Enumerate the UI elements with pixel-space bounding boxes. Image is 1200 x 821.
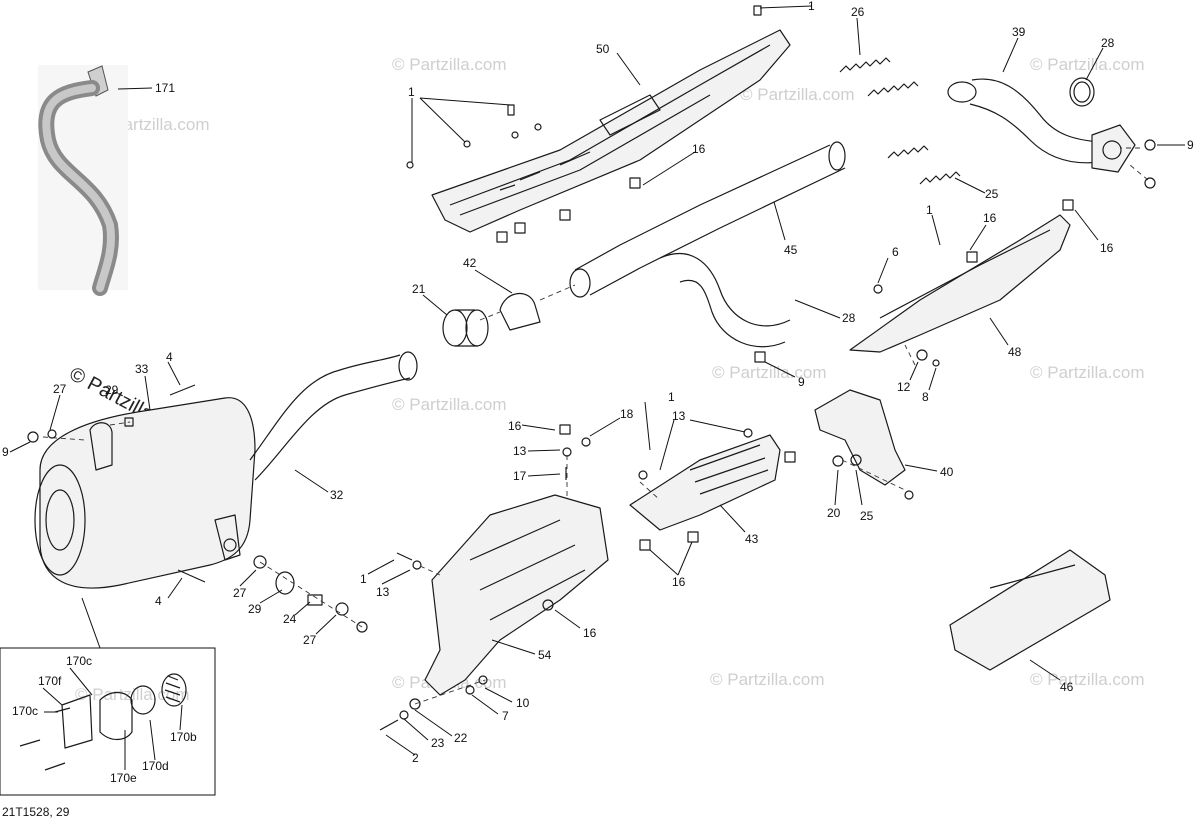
watermark: © Partzilla.com [392,55,507,74]
part-43-heat-shield [629,434,781,531]
callout-16: 16 [1100,241,1114,255]
part-50-heat-shield [406,5,791,233]
drawing-id: 21T1528, 29 [2,805,70,819]
callout-27: 27 [303,633,317,647]
callout-170d: 170d [142,759,169,773]
callout-46: 46 [1060,680,1074,694]
callout-25: 25 [985,187,999,201]
watermark: © Partzilla.com [740,85,855,104]
part-28-gasket [1069,77,1095,107]
callout-12: 12 [897,380,911,394]
callout-40: 40 [940,465,954,479]
watermark: © Partzilla.com [1030,55,1145,74]
hardware-fasteners [27,139,1156,731]
callout-16: 16 [672,575,686,589]
callout-170b: 170b [170,730,197,744]
callout-18: 18 [620,407,634,421]
callout-20: 20 [827,506,841,520]
part-48-guard [849,214,1071,353]
callout-1: 1 [668,390,675,404]
callout-27: 27 [53,382,67,396]
callout-13: 13 [513,444,527,458]
callout-10: 10 [516,696,530,710]
callout-26: 26 [851,5,865,19]
callout-16: 16 [583,626,597,640]
callout-170c: 170c [66,654,92,668]
callout-1: 1 [360,572,367,586]
part-45-mid-pipe [569,141,846,348]
callout-171: 171 [155,81,175,95]
callout-1: 1 [408,85,415,99]
callout-42: 42 [463,256,477,270]
callout-24: 24 [283,612,297,626]
callout-6: 6 [892,245,899,259]
part-171-pipe-illustration [38,65,128,296]
callout-22: 22 [454,731,468,745]
watermark: © Partzilla.com [712,363,827,382]
leader-lines [9,5,1185,770]
callout-28: 28 [1101,36,1115,50]
callout-45: 45 [784,243,798,257]
watermark: © Partzilla.com [1030,363,1145,382]
callout-48: 48 [1008,345,1022,359]
callout-7: 7 [502,709,509,723]
inset-170-detail [0,647,216,796]
part-32-muffler [34,351,418,589]
part-21-sleeve [442,309,489,347]
callout-32: 32 [330,488,344,502]
callout-54: 54 [538,648,552,662]
callout-13: 13 [376,585,390,599]
part-40-guard [814,389,906,486]
callout-39: 39 [1012,25,1026,39]
callout-4: 4 [155,594,162,608]
callout-16: 16 [508,419,522,433]
callout-27: 27 [233,586,247,600]
assembly-dashed-lines [42,147,1149,705]
part-42-clamp [499,293,541,331]
callout-170e: 170e [110,771,137,785]
part-46-skid-plate [949,549,1111,671]
callout-21: 21 [412,282,426,296]
callout-13: 13 [672,409,686,423]
watermark: © Partzilla.com [710,670,825,689]
part-25-springs [887,145,961,185]
callout-170c: 170c [12,704,38,718]
callout-17: 17 [513,469,527,483]
callout-16: 16 [983,211,997,225]
callout-8: 8 [922,390,929,404]
callout-25: 25 [860,509,874,523]
callout-170f: 170f [38,674,62,688]
watermark: © Partzilla.com [1030,670,1145,689]
callout-23: 23 [431,736,445,750]
callout-16: 16 [692,142,706,156]
callout-9: 9 [2,445,9,459]
callout-43: 43 [745,532,759,546]
callout-29: 29 [105,383,119,397]
callout-33: 33 [135,362,149,376]
callout-1: 1 [926,203,933,217]
callout-29: 29 [248,602,262,616]
callout-50: 50 [596,42,610,56]
part-54-heat-shield [424,494,609,696]
part-39-header-pipe [947,78,1136,173]
callout-28: 28 [842,311,856,325]
callout-1: 1 [808,0,815,13]
watermark: © Partzilla.com [392,395,507,414]
callout-2: 2 [412,751,419,765]
callout-labels: 1 50 26 39 28 171 1 16 9 25 1 16 16 45 4… [2,0,1194,785]
callout-9: 9 [1187,138,1194,152]
callout-9: 9 [798,375,805,389]
callout-4: 4 [166,350,173,364]
part-26-springs [839,57,919,97]
